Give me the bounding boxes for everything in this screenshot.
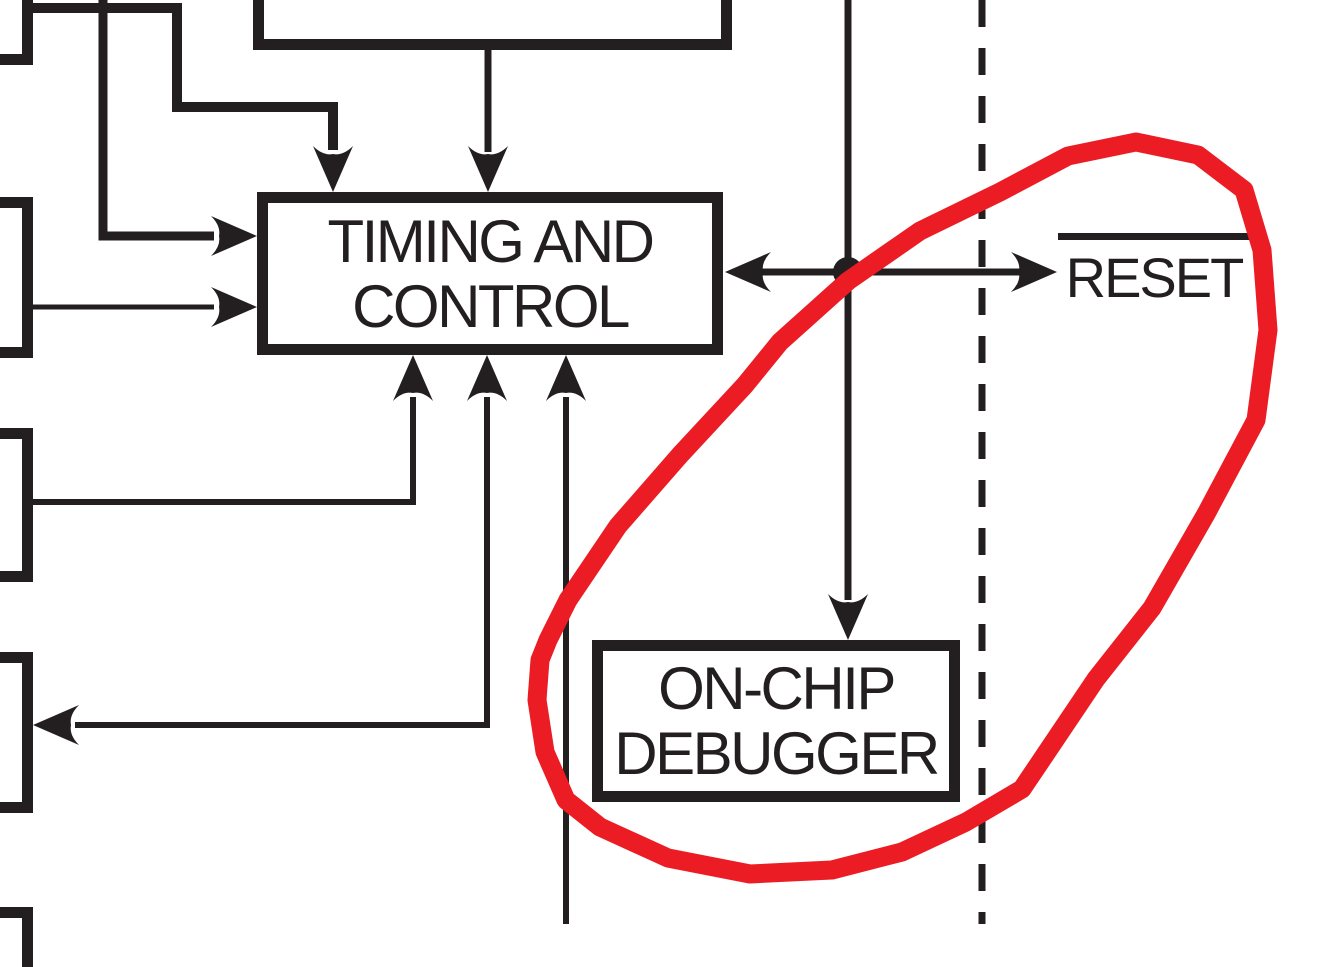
arrowhead-up-into-timing-2 (467, 355, 507, 401)
timing-block-label-line1: TIMING AND (327, 207, 655, 275)
timing-block-label-line2: CONTROL (352, 272, 630, 340)
arrowhead-right-into-timing-upper (211, 216, 257, 256)
connector-stub3-to-timing (33, 397, 416, 505)
arrowhead-right-into-timing-lower (211, 287, 257, 327)
block-diagram: TIMING AND CONTROL ON-CHIP DEBUGGER RESE… (0, 0, 1278, 967)
left-partial-block-5 (0, 907, 33, 967)
connector-timing-to-stub4 (75, 397, 490, 728)
debugger-block-label-line1: ON-CHIP (658, 655, 896, 722)
debugger-block-label-line2: DEBUGGER (614, 720, 940, 787)
left-partial-block-3 (0, 428, 33, 582)
arrowhead-up-into-timing-1 (393, 355, 433, 401)
arrowhead-down-into-debugger (828, 594, 868, 640)
left-partial-block-1 (0, 0, 33, 65)
connector-left-upper (98, 0, 214, 241)
left-partial-block-4 (0, 652, 33, 813)
junction-dot (833, 257, 863, 287)
reset-pin-label: RESET (1058, 233, 1250, 306)
arrowhead-down-into-timing-left (313, 146, 353, 192)
left-partial-block-2 (0, 197, 33, 358)
arrowhead-left-into-stub4 (33, 705, 79, 745)
arrowhead-up-into-timing-3 (546, 355, 586, 401)
timing-and-control-block: TIMING AND CONTROL (257, 192, 723, 355)
reset-pin-text: RESET (1065, 246, 1245, 309)
on-chip-debugger-block: ON-CHIP DEBUGGER (592, 640, 960, 802)
top-partial-block (253, 0, 732, 50)
connector-topleft-elbow (33, 3, 338, 150)
arrowhead-down-into-timing-right (468, 146, 508, 192)
